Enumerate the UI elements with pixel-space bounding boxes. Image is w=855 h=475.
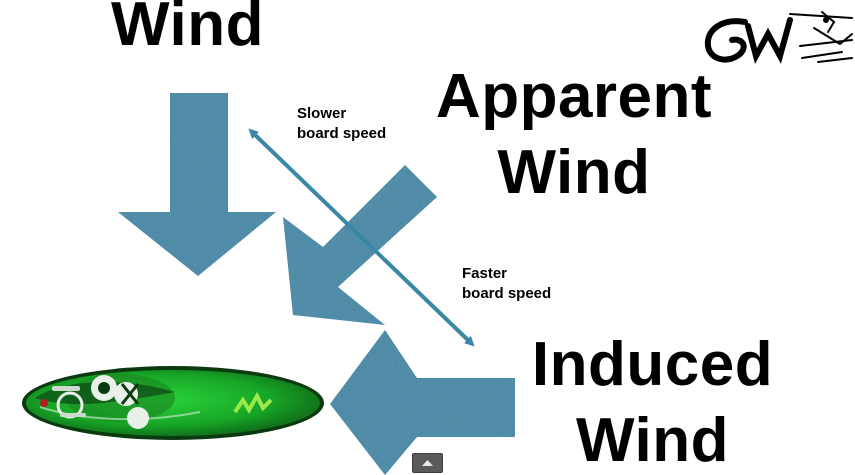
induced-wind-arrow xyxy=(330,330,515,475)
apparent-wind-arrow xyxy=(283,165,437,325)
player-controls-toggle[interactable] xyxy=(412,453,443,473)
wind-arrow xyxy=(118,93,276,276)
windsurf-board xyxy=(22,366,324,440)
wind-label: Wind xyxy=(111,0,264,59)
faster-speed-label-line2: board speed xyxy=(462,285,552,302)
chevron-up-icon xyxy=(422,460,433,466)
gw-windsurf-logo xyxy=(704,11,853,65)
apparent-wind-label-line2: Wind xyxy=(497,138,651,207)
speed-range-arrow xyxy=(248,128,475,347)
apparent-wind-label-line1: Apparent xyxy=(435,62,713,131)
induced-wind-label-line1: Induced xyxy=(531,330,774,399)
slower-speed-label-line2: board speed xyxy=(297,125,387,142)
induced-wind-label-line2: Wind xyxy=(576,406,729,475)
faster-speed-label-line1: Faster xyxy=(462,265,508,282)
slower-speed-label-line1: Slower xyxy=(297,105,347,122)
